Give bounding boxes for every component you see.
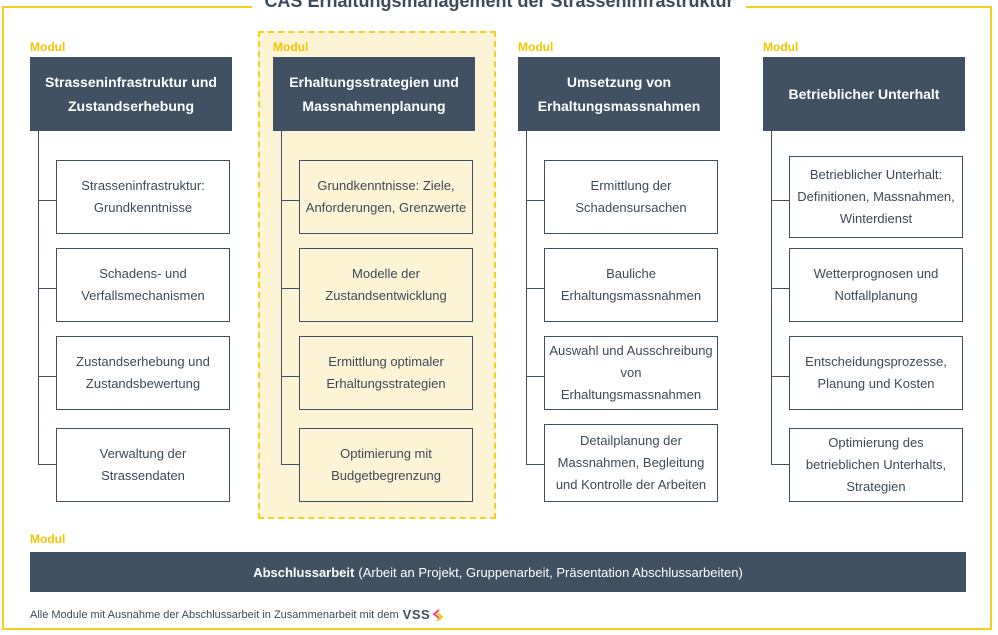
topic-box-4-4: Optimierung des betrieblichen Unterhalts… xyxy=(789,428,963,502)
topic-box-2-3: Ermittlung optimaler Erhaltungsstrategie… xyxy=(299,336,473,410)
final-module-title: Abschlussarbeit xyxy=(253,564,355,580)
tree-branch xyxy=(281,288,299,289)
vss-logo: VSS xyxy=(403,608,431,622)
tree-branch xyxy=(281,376,299,377)
cooperation-note-text: Alle Module mit Ausnahme der Abschlussar… xyxy=(30,609,399,621)
modul-label-4: Modul xyxy=(763,40,799,54)
tree-branch xyxy=(526,288,544,289)
tree-branch xyxy=(38,464,56,465)
topic-box-2-4: Optimierung mit Budgetbegrenzung xyxy=(299,428,473,502)
tree-line-2 xyxy=(281,131,282,464)
topic-box-3-1: Ermittlung der Schadensursachen xyxy=(544,160,718,234)
tree-branch xyxy=(771,200,789,201)
topic-box-3-2: Bauliche Erhaltungsmassnahmen xyxy=(544,248,718,322)
tree-branch xyxy=(281,200,299,201)
modul-label-final: Modul xyxy=(30,532,66,546)
vss-chevron-icon xyxy=(432,609,444,621)
tree-branch xyxy=(38,376,56,377)
tree-branch xyxy=(526,376,544,377)
tree-branch xyxy=(38,288,56,289)
final-module-detail: (Arbeit an Projekt, Gruppenarbeit, Präse… xyxy=(358,564,743,580)
topic-box-4-3: Entscheidungsprozesse, Planung und Koste… xyxy=(789,336,963,410)
tree-line-3 xyxy=(526,131,527,464)
topic-box-2-1: Grundkenntnisse: Ziele, Anforderungen, G… xyxy=(299,160,473,234)
tree-branch xyxy=(281,464,299,465)
tree-line-1 xyxy=(38,131,39,464)
topic-box-1-1: Strasseninfrastruktur: Grundkenntnisse xyxy=(56,160,230,234)
tree-branch xyxy=(38,200,56,201)
cooperation-note: Alle Module mit Ausnahme der Abschlussar… xyxy=(30,608,445,622)
module-header-4: Betrieblicher Unterhalt xyxy=(763,57,965,131)
topic-box-1-2: Schadens- und Verfallsmechanismen xyxy=(56,248,230,322)
tree-branch xyxy=(526,464,544,465)
module-header-1: Strasseninfrastruktur und Zustandserhebu… xyxy=(30,57,232,131)
module-header-2: Erhaltungsstrategien und Massnahmenplanu… xyxy=(273,57,475,131)
topic-box-4-1: Betrieblicher Unterhalt: Definitionen, M… xyxy=(789,156,963,238)
topic-box-1-3: Zustandserhebung und Zustandsbewertung xyxy=(56,336,230,410)
modul-label-3: Modul xyxy=(518,40,554,54)
module-header-3: Umsetzung von Erhaltungsmassnahmen xyxy=(518,57,720,131)
modul-label-2: Modul xyxy=(273,40,309,54)
topic-box-3-4: Detailplanung der Massnahmen, Begleitung… xyxy=(544,424,718,502)
topic-box-3-3: Auswahl und Ausschreibung von Erhaltungs… xyxy=(544,336,718,410)
final-module-bar: Abschlussarbeit (Arbeit an Projekt, Grup… xyxy=(30,552,966,592)
tree-line-4 xyxy=(771,131,772,464)
modul-label-1: Modul xyxy=(30,40,66,54)
tree-branch xyxy=(771,376,789,377)
tree-branch xyxy=(771,464,789,465)
topic-box-1-4: Verwaltung der Strassendaten xyxy=(56,428,230,502)
tree-branch xyxy=(526,200,544,201)
tree-branch xyxy=(771,288,789,289)
diagram-title: CAS Erhaltungsmanagement der Strasseninf… xyxy=(0,0,998,11)
vss-logo-text: VSS xyxy=(402,607,431,622)
topic-box-2-2: Modelle der Zustandsentwicklung xyxy=(299,248,473,322)
topic-box-4-2: Wetterprognosen und Notfallplanung xyxy=(789,248,963,322)
